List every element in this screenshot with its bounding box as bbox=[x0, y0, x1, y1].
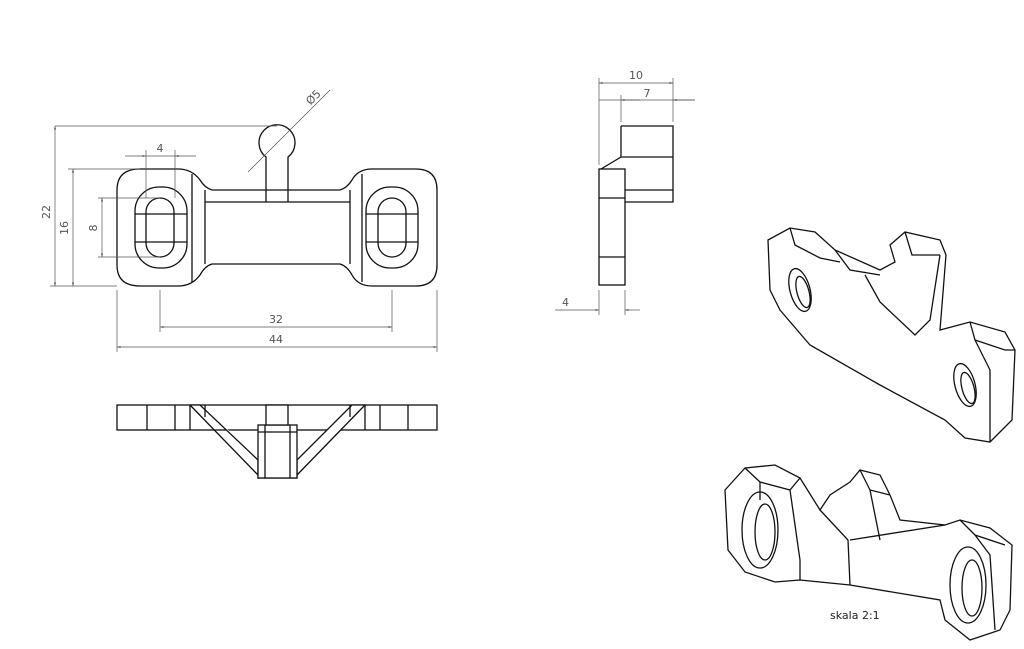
bottom-view bbox=[116, 404, 438, 479]
dim-44: 44 bbox=[269, 333, 283, 346]
left-slot-inner bbox=[145, 197, 175, 258]
dim-7: 7 bbox=[644, 87, 651, 100]
isometric-view-top bbox=[767, 227, 1016, 443]
isometric-view-bottom: skala 2:1 bbox=[724, 464, 1013, 641]
side-view: 10 7 4 bbox=[555, 69, 695, 315]
dim-4-slot: 4 bbox=[157, 142, 164, 155]
left-slot-outer bbox=[134, 186, 188, 269]
dim-4-thickness: 4 bbox=[562, 296, 569, 309]
scale-note: skala 2:1 bbox=[830, 609, 880, 622]
dim-16: 16 bbox=[58, 221, 71, 235]
dim-32: 32 bbox=[269, 313, 283, 326]
ball-stud bbox=[258, 124, 296, 202]
front-view-outline bbox=[116, 168, 438, 287]
dim-22: 22 bbox=[40, 205, 53, 219]
dim-diameter-5: Ø5 bbox=[303, 87, 323, 107]
dim-10: 10 bbox=[629, 69, 643, 82]
dim-8: 8 bbox=[87, 225, 100, 232]
front-view: 22 16 8 4 Ø5 32 44 bbox=[40, 87, 438, 352]
right-slot-outer bbox=[365, 186, 419, 269]
right-slot-inner bbox=[377, 197, 407, 258]
